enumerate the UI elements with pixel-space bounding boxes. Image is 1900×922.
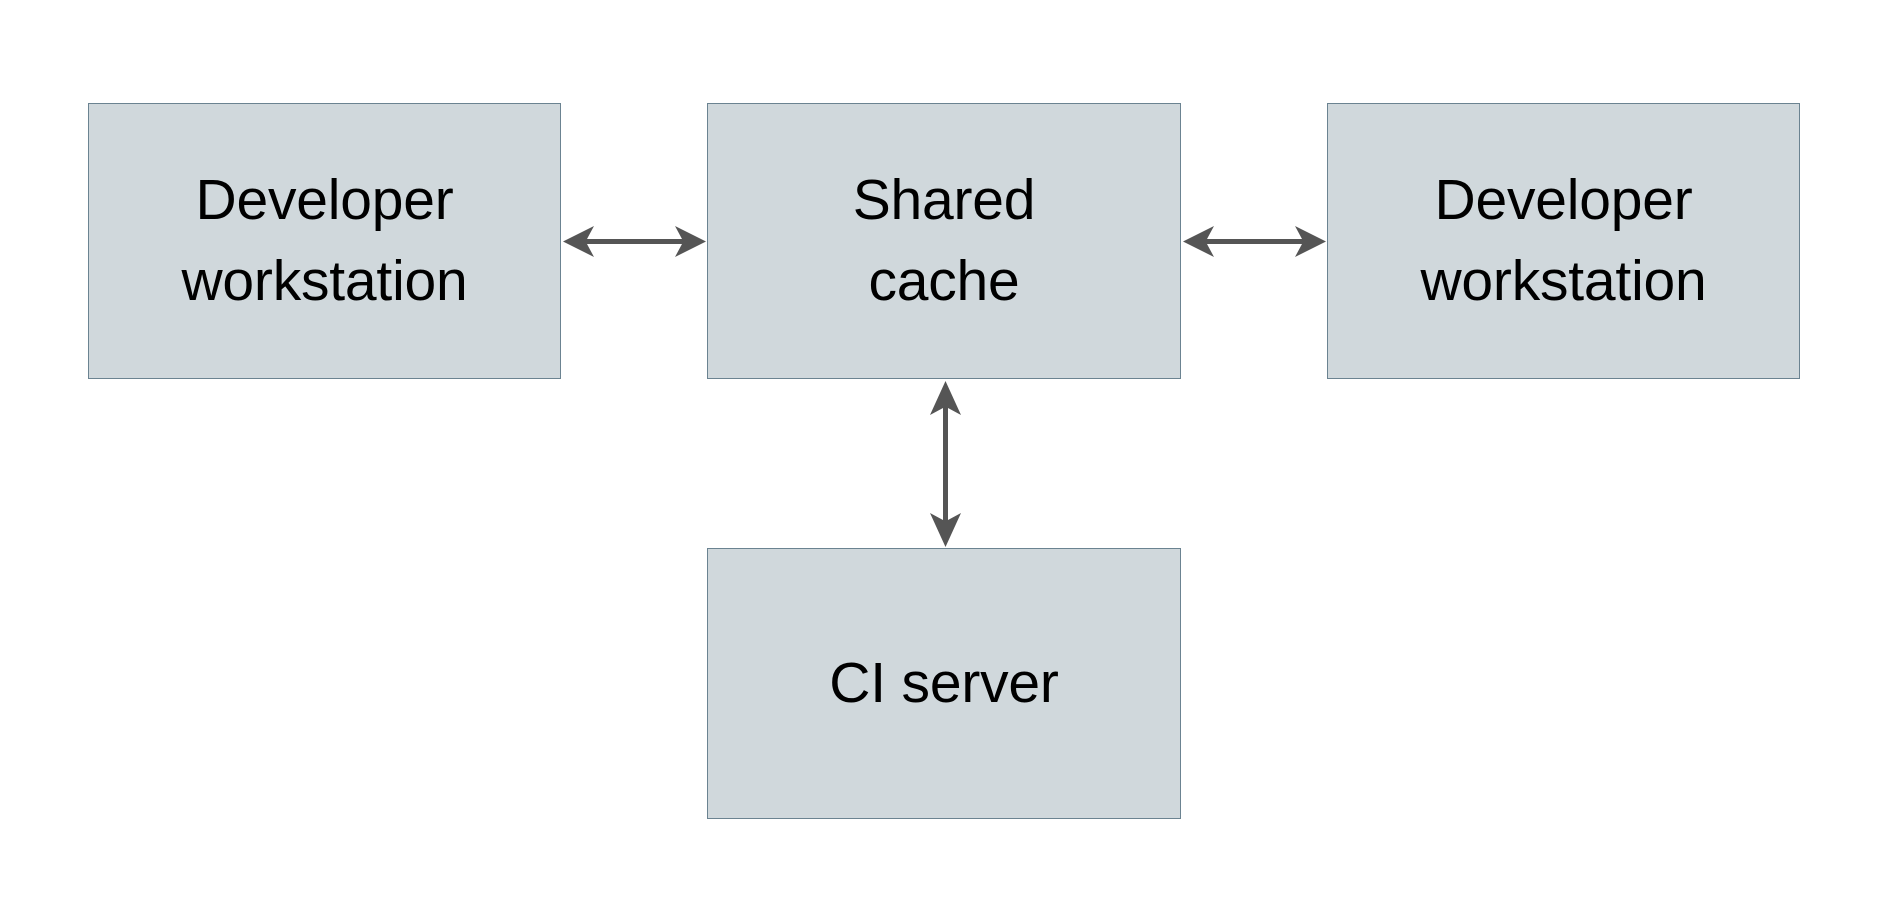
bidirectional-arrow-icon	[563, 226, 706, 257]
node-shared-cache[interactable]: Shared cache	[707, 103, 1181, 379]
bidirectional-arrow-icon	[930, 381, 961, 547]
node-label: Shared cache	[852, 168, 1036, 313]
edge-developer-workstation-left-to-shared-cache[interactable]	[561, 214, 708, 269]
bidirectional-arrow-icon	[1183, 226, 1326, 257]
node-label: Developer workstation	[1420, 168, 1707, 313]
node-developer-workstation-left[interactable]: Developer workstation	[88, 103, 561, 379]
node-label: Developer workstation	[181, 168, 468, 313]
edge-shared-cache-to-developer-workstation-right[interactable]	[1181, 214, 1328, 269]
edge-shared-cache-to-ci-server[interactable]	[918, 379, 973, 549]
node-developer-workstation-right[interactable]: Developer workstation	[1327, 103, 1800, 379]
node-ci-server[interactable]: CI server	[707, 548, 1181, 819]
node-label: CI server	[829, 651, 1059, 716]
